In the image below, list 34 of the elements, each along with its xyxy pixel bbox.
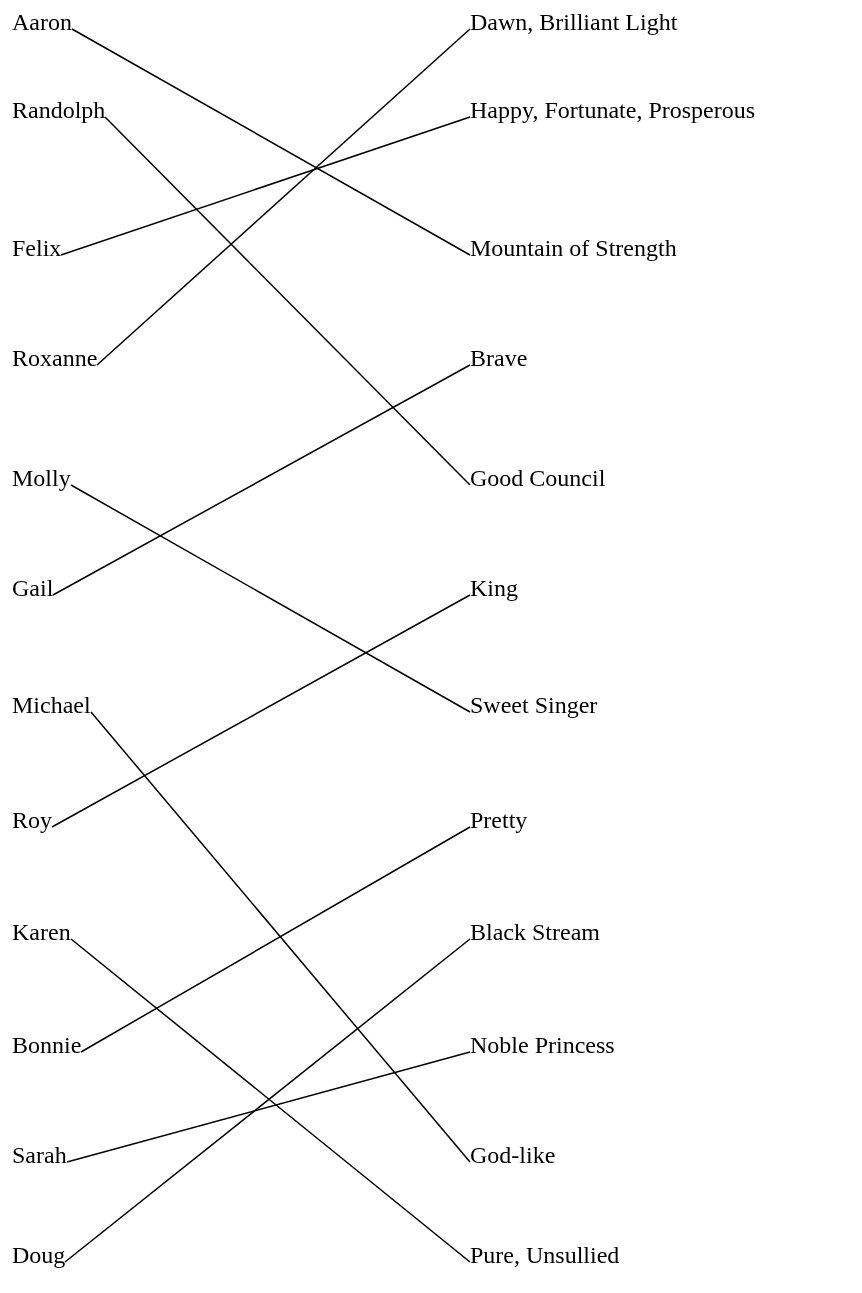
- connector-line: [60, 116, 471, 256]
- connector-line: [51, 594, 471, 828]
- name-label: Aaron: [12, 9, 72, 35]
- name-label: Michael: [12, 692, 91, 718]
- name-label: Brave: [470, 345, 528, 371]
- connector-line: [70, 484, 471, 713]
- name-label: Molly: [12, 465, 71, 491]
- name-label: Randolph: [12, 97, 106, 123]
- name-label: Happy, Fortunate, Prosperous: [470, 97, 756, 123]
- connector-line: [104, 116, 471, 486]
- name-label: Pretty: [470, 807, 528, 833]
- name-label: God-like: [470, 1142, 556, 1168]
- connector-line: [80, 826, 471, 1053]
- name-label: Sarah: [12, 1142, 67, 1168]
- name-label: Black Stream: [470, 919, 600, 945]
- connector-line: [66, 1051, 471, 1163]
- connector-line: [52, 364, 471, 596]
- name-label: Mountain of Strength: [470, 235, 677, 261]
- connector-line: [96, 28, 471, 366]
- name-label: Roxanne: [12, 345, 98, 371]
- name-label: Felix: [12, 235, 62, 261]
- name-label: Noble Princess: [470, 1032, 615, 1058]
- name-label: Sweet Singer: [470, 692, 598, 718]
- name-label: Pure, Unsullied: [470, 1242, 620, 1268]
- name-label: King: [470, 575, 518, 601]
- name-label: Good Council: [470, 465, 606, 491]
- name-label: Doug: [12, 1242, 66, 1268]
- name-label: Bonnie: [12, 1032, 82, 1058]
- connector-line: [90, 711, 471, 1163]
- name-label: Gail: [12, 575, 54, 601]
- name-label: Roy: [12, 807, 52, 833]
- connector-line: [71, 28, 471, 256]
- name-label: Karen: [12, 919, 71, 945]
- name-label: Dawn, Brilliant Light: [470, 9, 678, 35]
